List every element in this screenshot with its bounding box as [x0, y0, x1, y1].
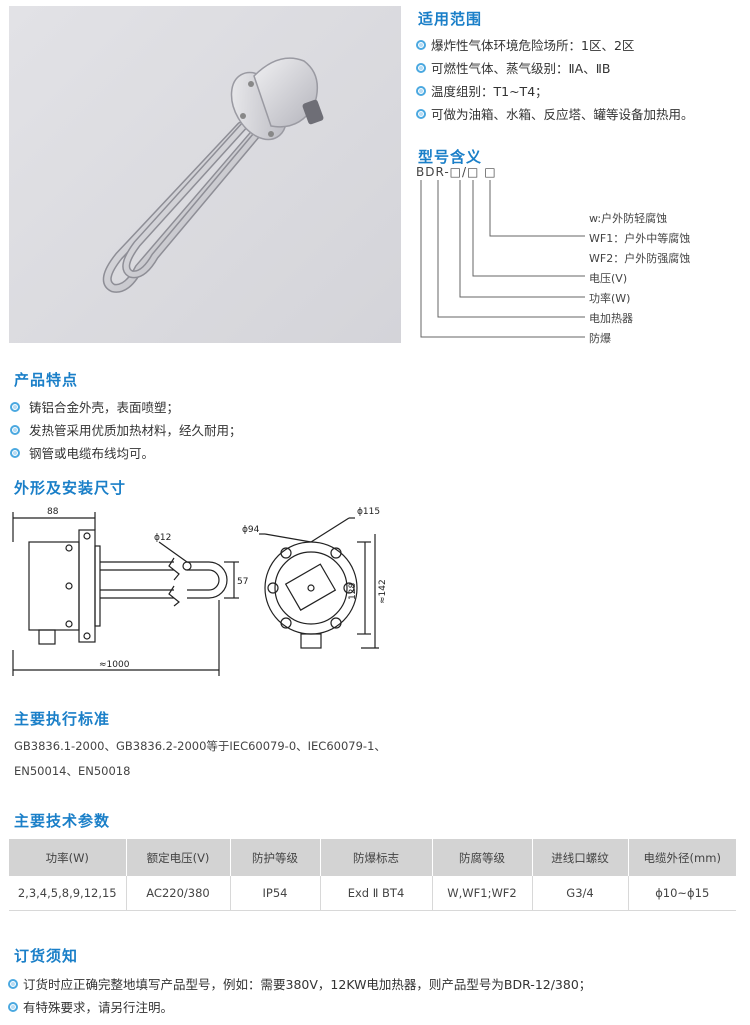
bullet-icon	[10, 447, 20, 458]
table-header: 防腐等级	[432, 839, 533, 876]
table-header: 额定电压(V)	[126, 839, 231, 876]
bullet-icon	[416, 39, 426, 50]
features-title: 产品特点	[14, 371, 79, 389]
table-cell: 2,3,4,5,8,9,12,15	[9, 876, 127, 911]
params-table: 功率(W) 额定电压(V) 防护等级 防爆标志 防腐等级 进线口螺纹 电缆外径(…	[9, 839, 736, 911]
model-label: w:户外防轻腐蚀	[589, 212, 668, 225]
order-title: 订货须知	[14, 947, 79, 965]
model-label: 电加热器	[589, 312, 633, 325]
feature-item: 钢管或电缆布线均可。	[10, 443, 154, 462]
table-header-row: 功率(W) 额定电压(V) 防护等级 防爆标志 防腐等级 进线口螺纹 电缆外径(…	[9, 839, 736, 876]
dim-phi12: ϕ12	[154, 533, 171, 543]
feature-item: 铸铝合金外壳，表面喷塑；	[10, 397, 179, 416]
table-row: 2,3,4,5,8,9,12,15 AC220/380 IP54 Exd Ⅱ B…	[9, 876, 736, 911]
model-bracket-lines	[420, 180, 585, 338]
table-header: 进线口螺纹	[532, 839, 629, 876]
bullet-icon	[416, 85, 426, 96]
scope-title: 适用范围	[418, 10, 483, 28]
bullet-icon	[10, 401, 20, 412]
order-item: 订货时应正确完整地填写产品型号，例如：需要380V，12KW电加热器，则产品型号…	[8, 974, 591, 993]
model-label: WF1：户外中等腐蚀	[589, 232, 691, 245]
bullet-icon	[416, 62, 426, 73]
table-header: 防护等级	[230, 839, 321, 876]
scope-item: 可燃性气体、蒸气级别：ⅡA、ⅡB	[416, 58, 610, 77]
model-code: BDR-□/□ □	[416, 165, 497, 179]
table-cell: IP54	[230, 876, 321, 911]
table-header: 电缆外径(mm)	[628, 839, 736, 876]
bullet-icon	[10, 424, 20, 435]
model-title: 型号含义	[418, 148, 483, 166]
table-cell: AC220/380	[126, 876, 231, 911]
standards-line: EN50014、EN50018	[14, 764, 131, 778]
dim-88: 88	[47, 507, 59, 517]
standards-title: 主要执行标准	[14, 710, 111, 728]
table-cell: W,WF1;WF2	[432, 876, 533, 911]
table-cell: ϕ10~ϕ15	[628, 876, 736, 911]
table-cell: G3/4	[532, 876, 629, 911]
dim-128: 128	[348, 583, 358, 600]
dim-57: 57	[237, 577, 248, 587]
bullet-icon	[8, 978, 18, 989]
model-label: WF2：户外防强腐蚀	[589, 252, 691, 265]
table-header: 功率(W)	[9, 839, 127, 876]
scope-item: 可做为油箱、水箱、反应塔、罐等设备加热用。	[416, 104, 694, 123]
dimensions-title: 外形及安装尺寸	[14, 479, 127, 497]
scope-item: 爆炸性气体环境危险场所：1区、2区	[416, 35, 634, 54]
dim-1000: ≈1000	[99, 660, 130, 670]
params-title: 主要技术参数	[14, 812, 111, 830]
product-photo	[9, 6, 401, 343]
model-label: 防爆	[589, 332, 611, 345]
model-label: 电压(V)	[589, 272, 628, 285]
dimension-drawing: 88 ϕ12 57 ≈1000 ϕ94 ϕ115 128 ≈142	[12, 507, 388, 676]
bullet-icon	[8, 1001, 18, 1012]
order-item: 有特殊要求，请另行注明。	[8, 997, 173, 1016]
model-label: 功率(W)	[589, 292, 631, 305]
dim-phi94: ϕ94	[242, 525, 260, 535]
table-header: 防爆标志	[320, 839, 433, 876]
feature-item: 发热管采用优质加热材料，经久耐用；	[10, 420, 242, 439]
standards-line: GB3836.1-2000、GB3836.2-2000等于IEC60079-0、…	[14, 739, 386, 753]
dim-142: ≈142	[378, 579, 388, 604]
dim-phi115: ϕ115	[357, 507, 380, 517]
scope-item: 温度组别：T1~T4；	[416, 81, 548, 100]
table-cell: Exd Ⅱ BT4	[320, 876, 433, 911]
bullet-icon	[416, 108, 426, 119]
